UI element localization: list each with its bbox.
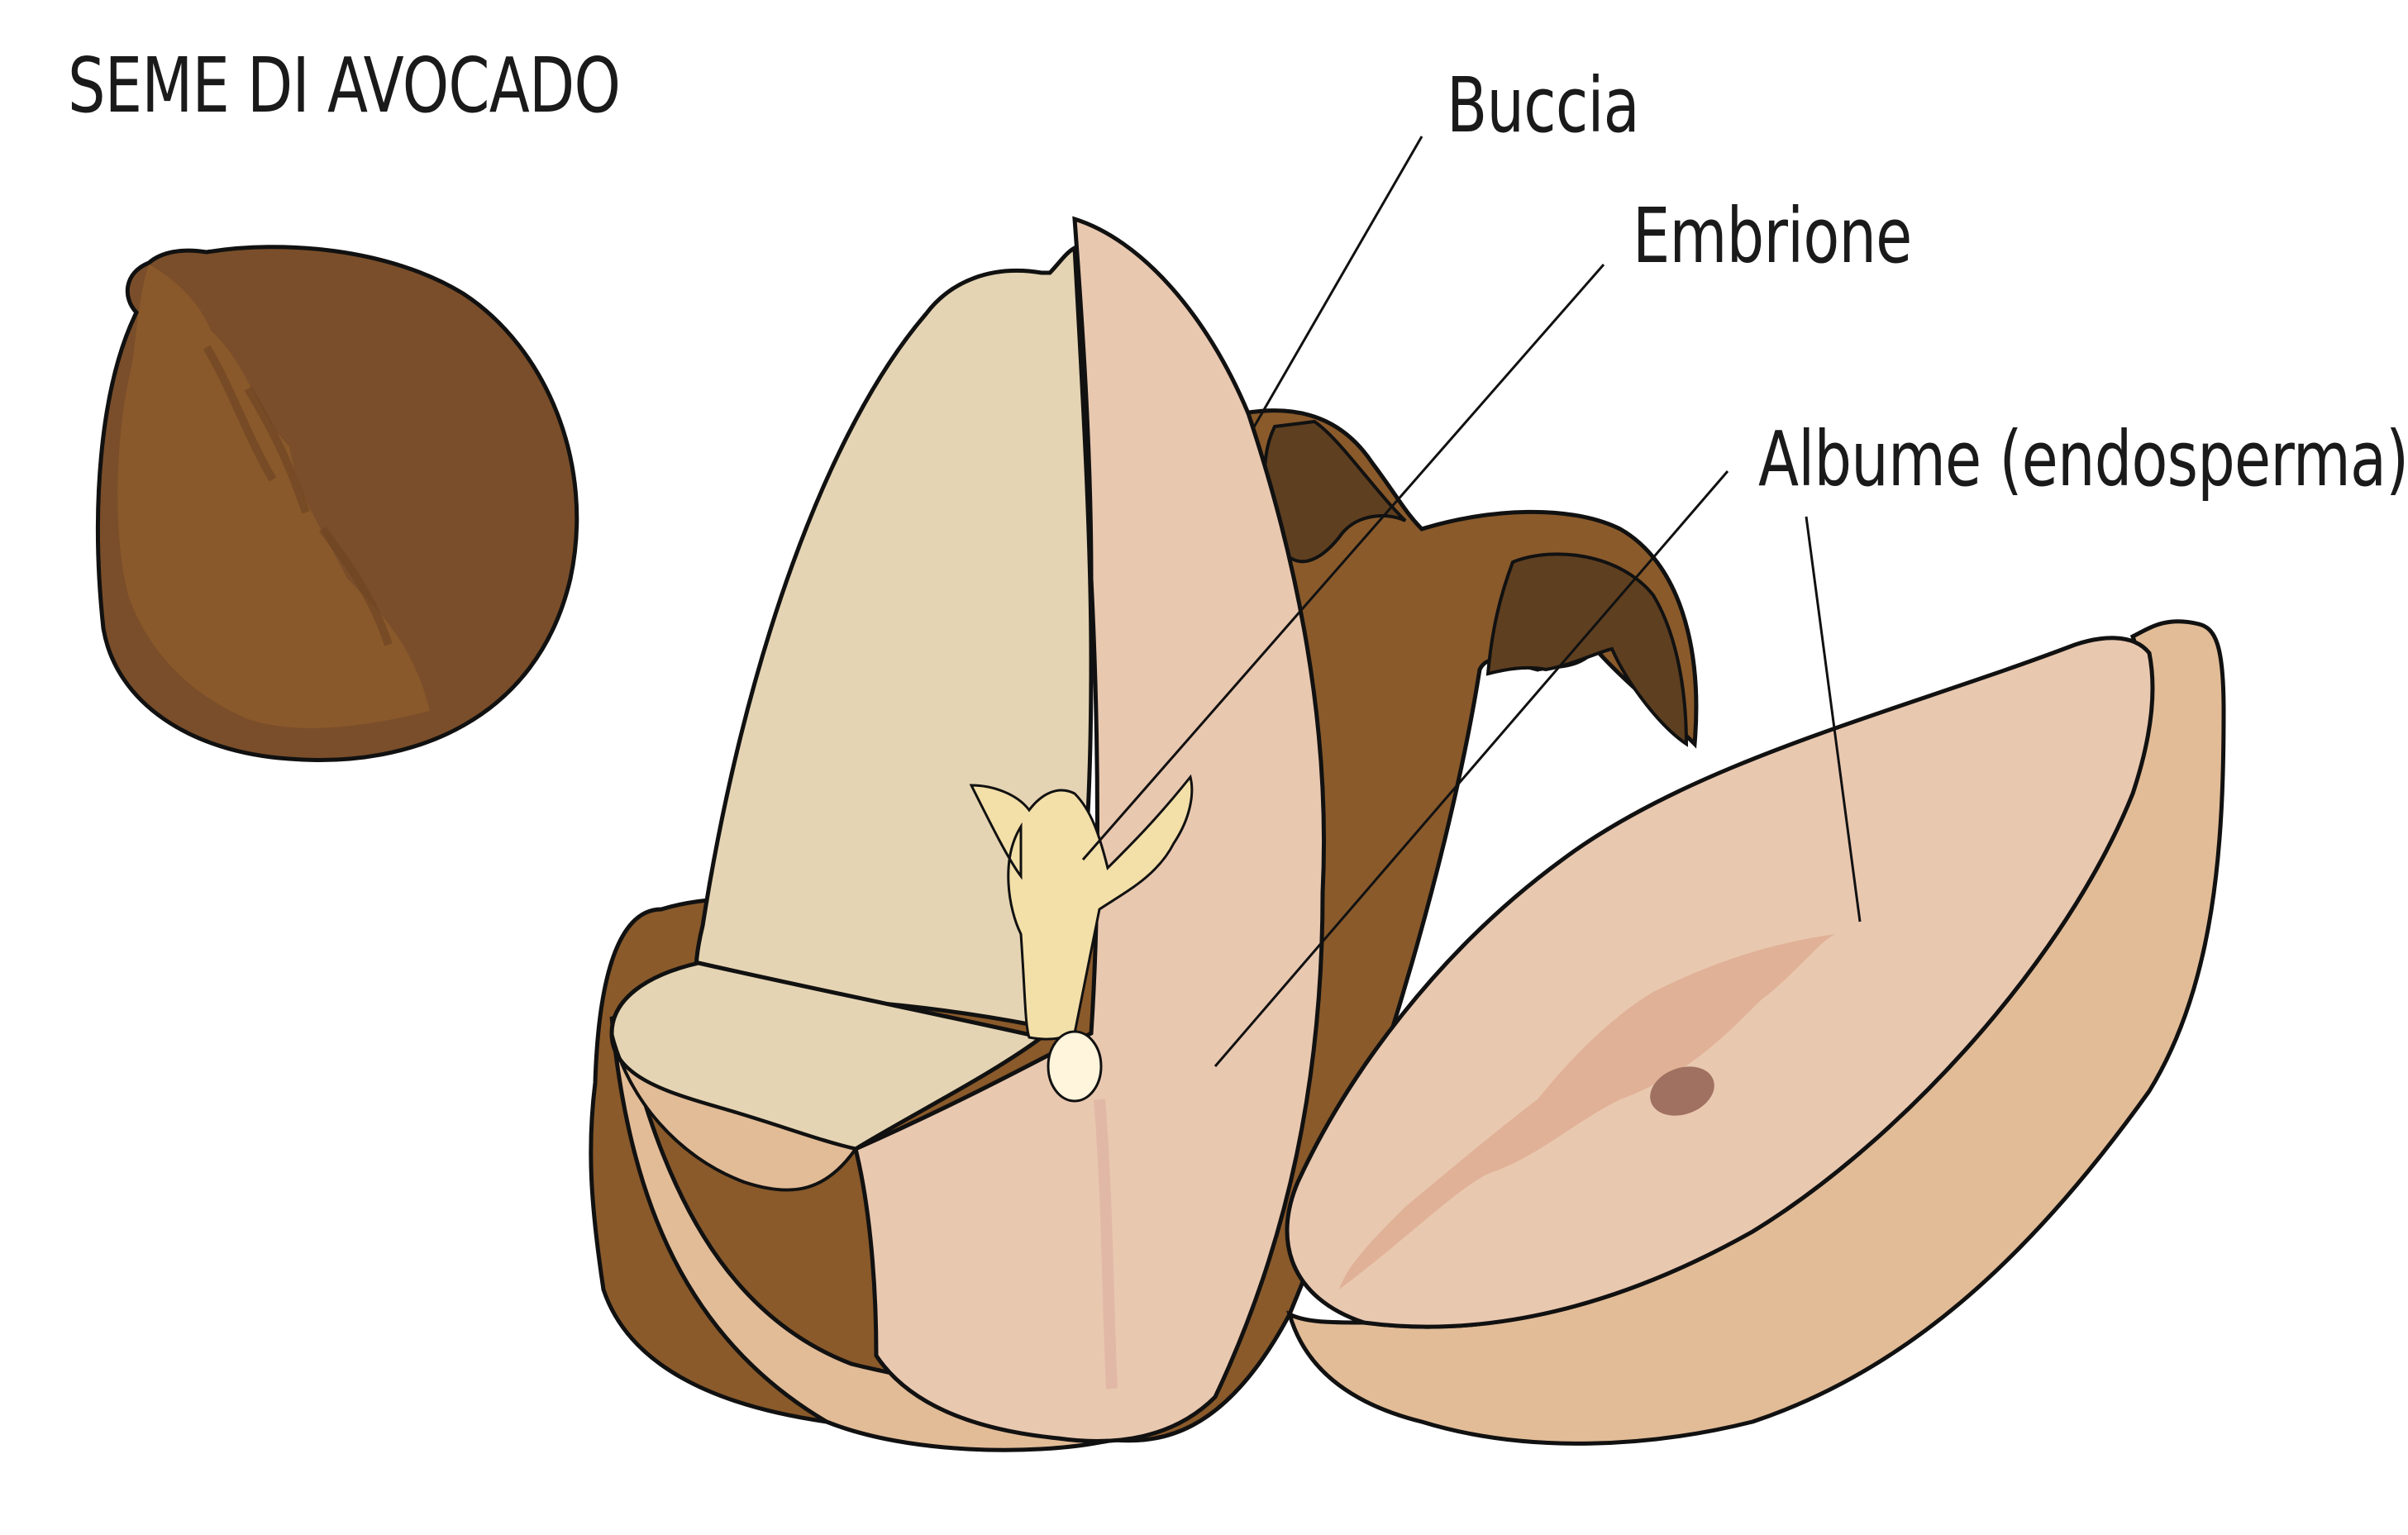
leader-line-albume-left (1214, 470, 1729, 1067)
leader-line-albume-right (1805, 516, 1862, 922)
leader-lines (1081, 136, 1862, 1067)
leader-line-buccia (1251, 136, 1423, 431)
diagram-title: SEME DI AVOCADO (68, 41, 621, 130)
seed-right-half (1285, 619, 2226, 1446)
label-buccia: Buccia (1447, 61, 1640, 150)
label-embrione: Embrione (1633, 192, 1912, 280)
whole-seed (96, 245, 579, 762)
leader-line-embrione (1081, 264, 1605, 860)
label-albume: Albume (endosperma) (1758, 415, 2408, 503)
seed-left-half (609, 216, 1326, 1452)
